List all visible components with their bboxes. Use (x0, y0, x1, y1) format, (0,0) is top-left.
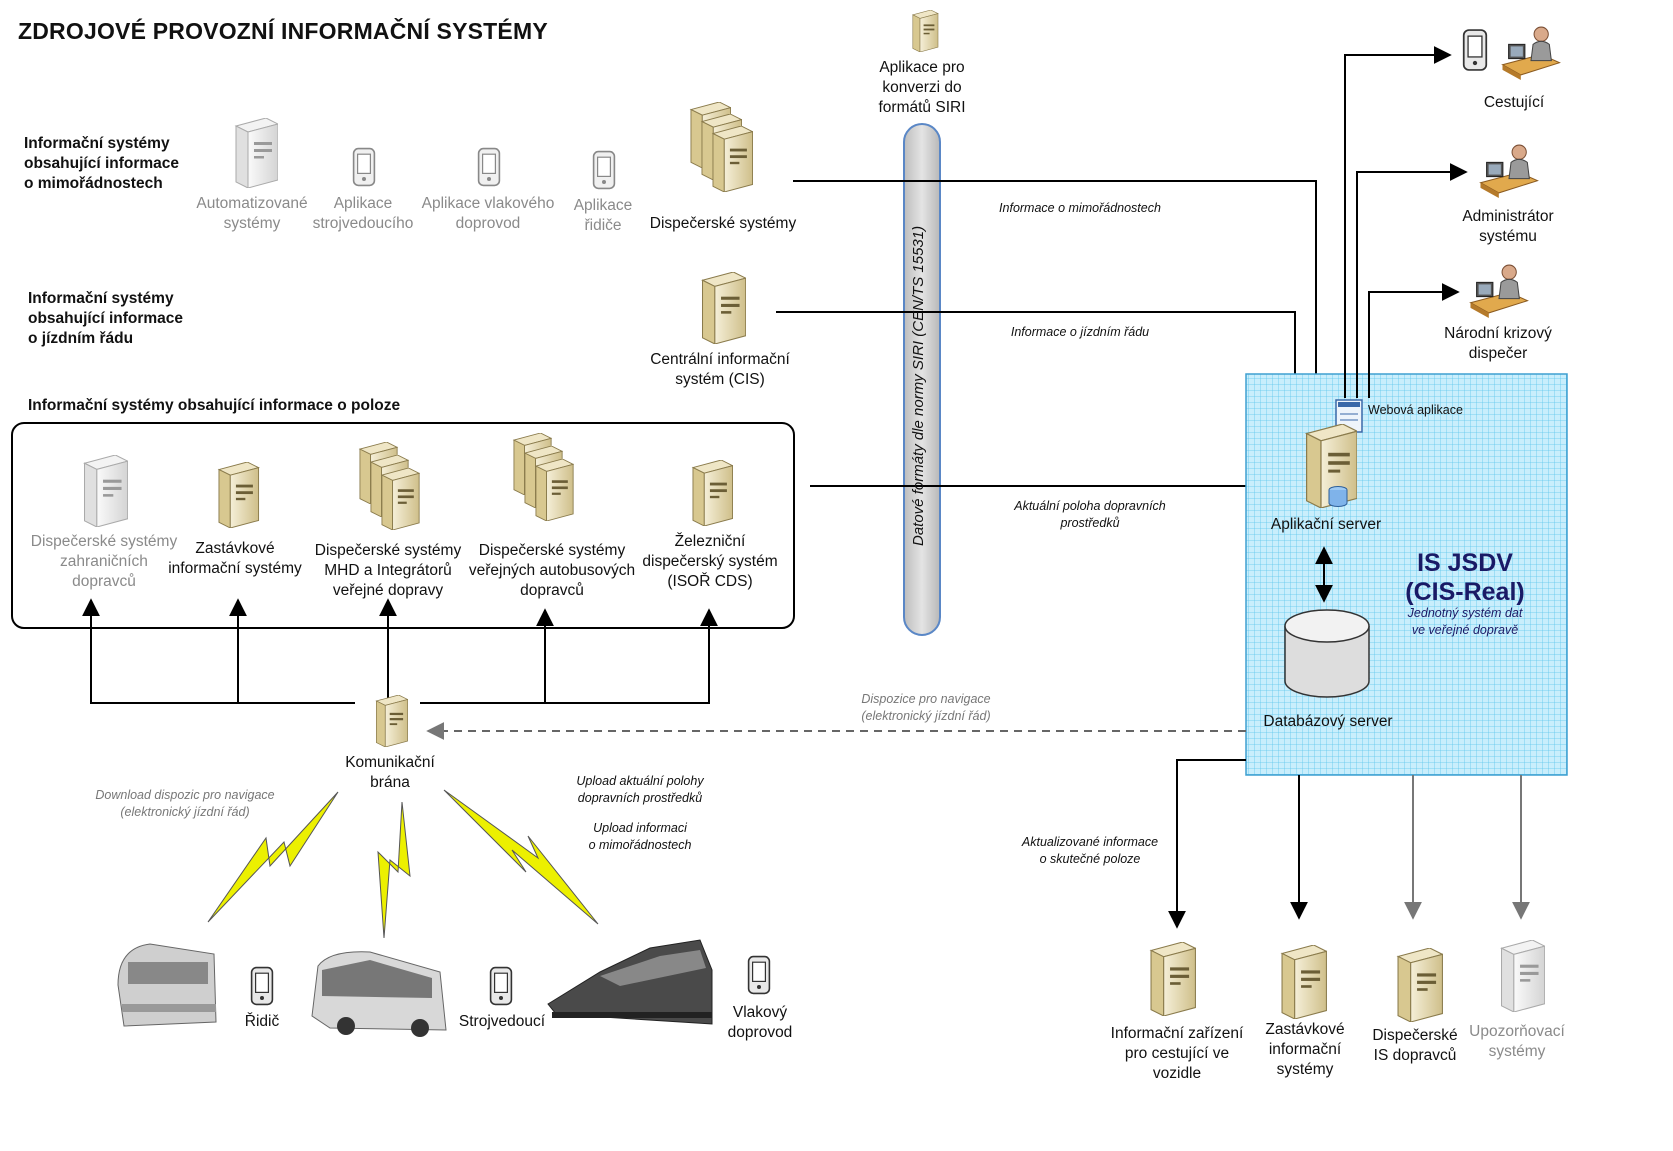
label-admin: Administrátor systému (1462, 208, 1554, 245)
vlakovy-phone-icon (747, 955, 771, 995)
zeleznicni-server-icon (692, 460, 733, 526)
label-out-dispecerske: Dispečerské IS dopravců (1372, 1027, 1458, 1064)
vlakovy-app-phone-icon (477, 147, 501, 187)
label-strojvedouci: Strojvedoucí (458, 1013, 546, 1030)
cestujici-person-icon (1501, 26, 1561, 80)
zastavkove-server-icon (218, 462, 260, 528)
label-db-server: Databázový server (1263, 713, 1393, 730)
admin-person-icon (1479, 144, 1539, 198)
flow-label-jizdni-rad: Informace o jízdním řádu (1010, 325, 1150, 339)
cestujici-phone-icon (1462, 29, 1488, 71)
strojvedouci-app-phone-icon (352, 147, 376, 187)
label-gateway: Komunikační brána (345, 754, 435, 791)
mhd-servers-icon (359, 442, 420, 530)
tram-icon (117, 943, 217, 1027)
page-title: ZDROJOVÉ PROVOZNÍ INFORMAČNÍ SYSTÉMY (18, 18, 548, 44)
siri-bar (903, 123, 941, 636)
user-arrows (1344, 46, 1468, 398)
label-autobus: Dispečerské systémy veřejných autobusový… (468, 542, 636, 599)
label-dispecerske: Dispečerské systémy (649, 215, 797, 232)
bus-icon (311, 951, 447, 1037)
app-server-db-icon (1328, 486, 1348, 507)
krizovy-person-icon (1469, 264, 1529, 318)
out-dispecerske-server-icon (1397, 948, 1443, 1022)
jsdv-description: Jednotný systém dat ve veřejné dopravě (1407, 606, 1523, 637)
flow-label-poloha: Aktuální poloha dopravních prostředků (1014, 499, 1166, 530)
label-app-server: Aplikační server (1270, 516, 1382, 533)
label-mhd: Dispečerské systémy MHD a Integrátorů ve… (314, 542, 462, 599)
gateway-distribution-arrows (82, 598, 718, 704)
train-icon (547, 939, 713, 1025)
label-siri-app: Aplikace pro konverzi do formátů SIRI (878, 59, 966, 116)
output-arrows (1168, 759, 1308, 929)
jsdv-box (1245, 373, 1568, 776)
gateway-server-icon (375, 695, 408, 747)
flow-label-aktualizovane: Aktualizované informace o skutečné poloz… (1021, 835, 1159, 866)
autobus-servers-icon (513, 433, 574, 521)
label-krizovy: Národní krizový dispečer (1444, 325, 1552, 362)
dispecerske-servers-icon (690, 102, 753, 192)
output-arrows-grey (1404, 775, 1530, 920)
label-vlakovy-app: Aplikace vlakového doprovod (421, 195, 555, 232)
label-zahranicni: Dispečerské systémy zahraničních dopravc… (30, 533, 178, 590)
out-zastavkove-server-icon (1281, 945, 1327, 1019)
database-icon (1284, 609, 1370, 698)
vozidlo-server-icon (1150, 942, 1196, 1016)
jsdv-name: IS JSDV (CIS-Real) (1405, 549, 1525, 606)
label-strojvedouci-app: Aplikace strojvedoucího (312, 195, 414, 232)
group-label-mimoradnosti: Informační systémy obsahující informace … (24, 135, 180, 192)
label-vlakovy: Vlakový doprovod (727, 1004, 793, 1041)
poloha-group-box (11, 422, 795, 629)
automatizovane-server-icon (235, 118, 278, 188)
flow-label-dispozice: Dispozice pro navigace (elektronický jíz… (861, 692, 991, 723)
flow-label-mimoradnosti: Informace o mimořádnostech (999, 201, 1161, 215)
siri-app-server-icon (912, 10, 939, 52)
ridic-phone-icon (250, 966, 274, 1006)
label-web-app: Webová aplikace (1368, 403, 1463, 417)
label-ridic: Řidič (244, 1013, 280, 1030)
flow-label-upload-poloha: Upload aktuální polohy dopravních prostř… (576, 774, 704, 805)
group-label-poloha: Informační systémy obsahující informace … (28, 397, 401, 414)
label-cestujici: Cestující (1483, 94, 1545, 111)
label-out-upozornovaci: Upozorňovací systémy (1469, 1023, 1565, 1060)
label-zeleznicni: Železniční dispečerský systém (ISOŘ CDS) (642, 533, 778, 590)
group-label-jizdni-rad: Informační systémy obsahující informace … (28, 290, 184, 347)
zahranicni-server-icon (83, 455, 128, 527)
siri-bar-label: Datové formáty dle normy SIRI (CEN/TS 15… (910, 225, 927, 546)
label-automatizovane: Automatizované systémy (196, 195, 308, 232)
ridic-app-phone-icon (592, 150, 616, 190)
strojvedouci-phone-icon (489, 966, 513, 1006)
cis-server-icon (701, 272, 746, 344)
flow-label-download: Download dispozic pro navigace (elektron… (95, 788, 275, 819)
label-cis: Centrální informační systém (CIS) (650, 351, 790, 388)
label-out-vozidlo: Informační zařízení pro cestující ve voz… (1110, 1025, 1244, 1082)
label-out-zastavkove: Zastávkové informační systémy (1265, 1021, 1345, 1078)
label-zastavkove: Zastávkové informační systémy (168, 540, 302, 577)
wireless-bolts (207, 789, 599, 939)
upozornovaci-server-icon (1500, 940, 1545, 1012)
flow-label-upload-mimoradnosti: Upload informaci o mimořádnostech (588, 821, 692, 852)
label-ridic-app: Aplikace řidiče (573, 197, 633, 234)
